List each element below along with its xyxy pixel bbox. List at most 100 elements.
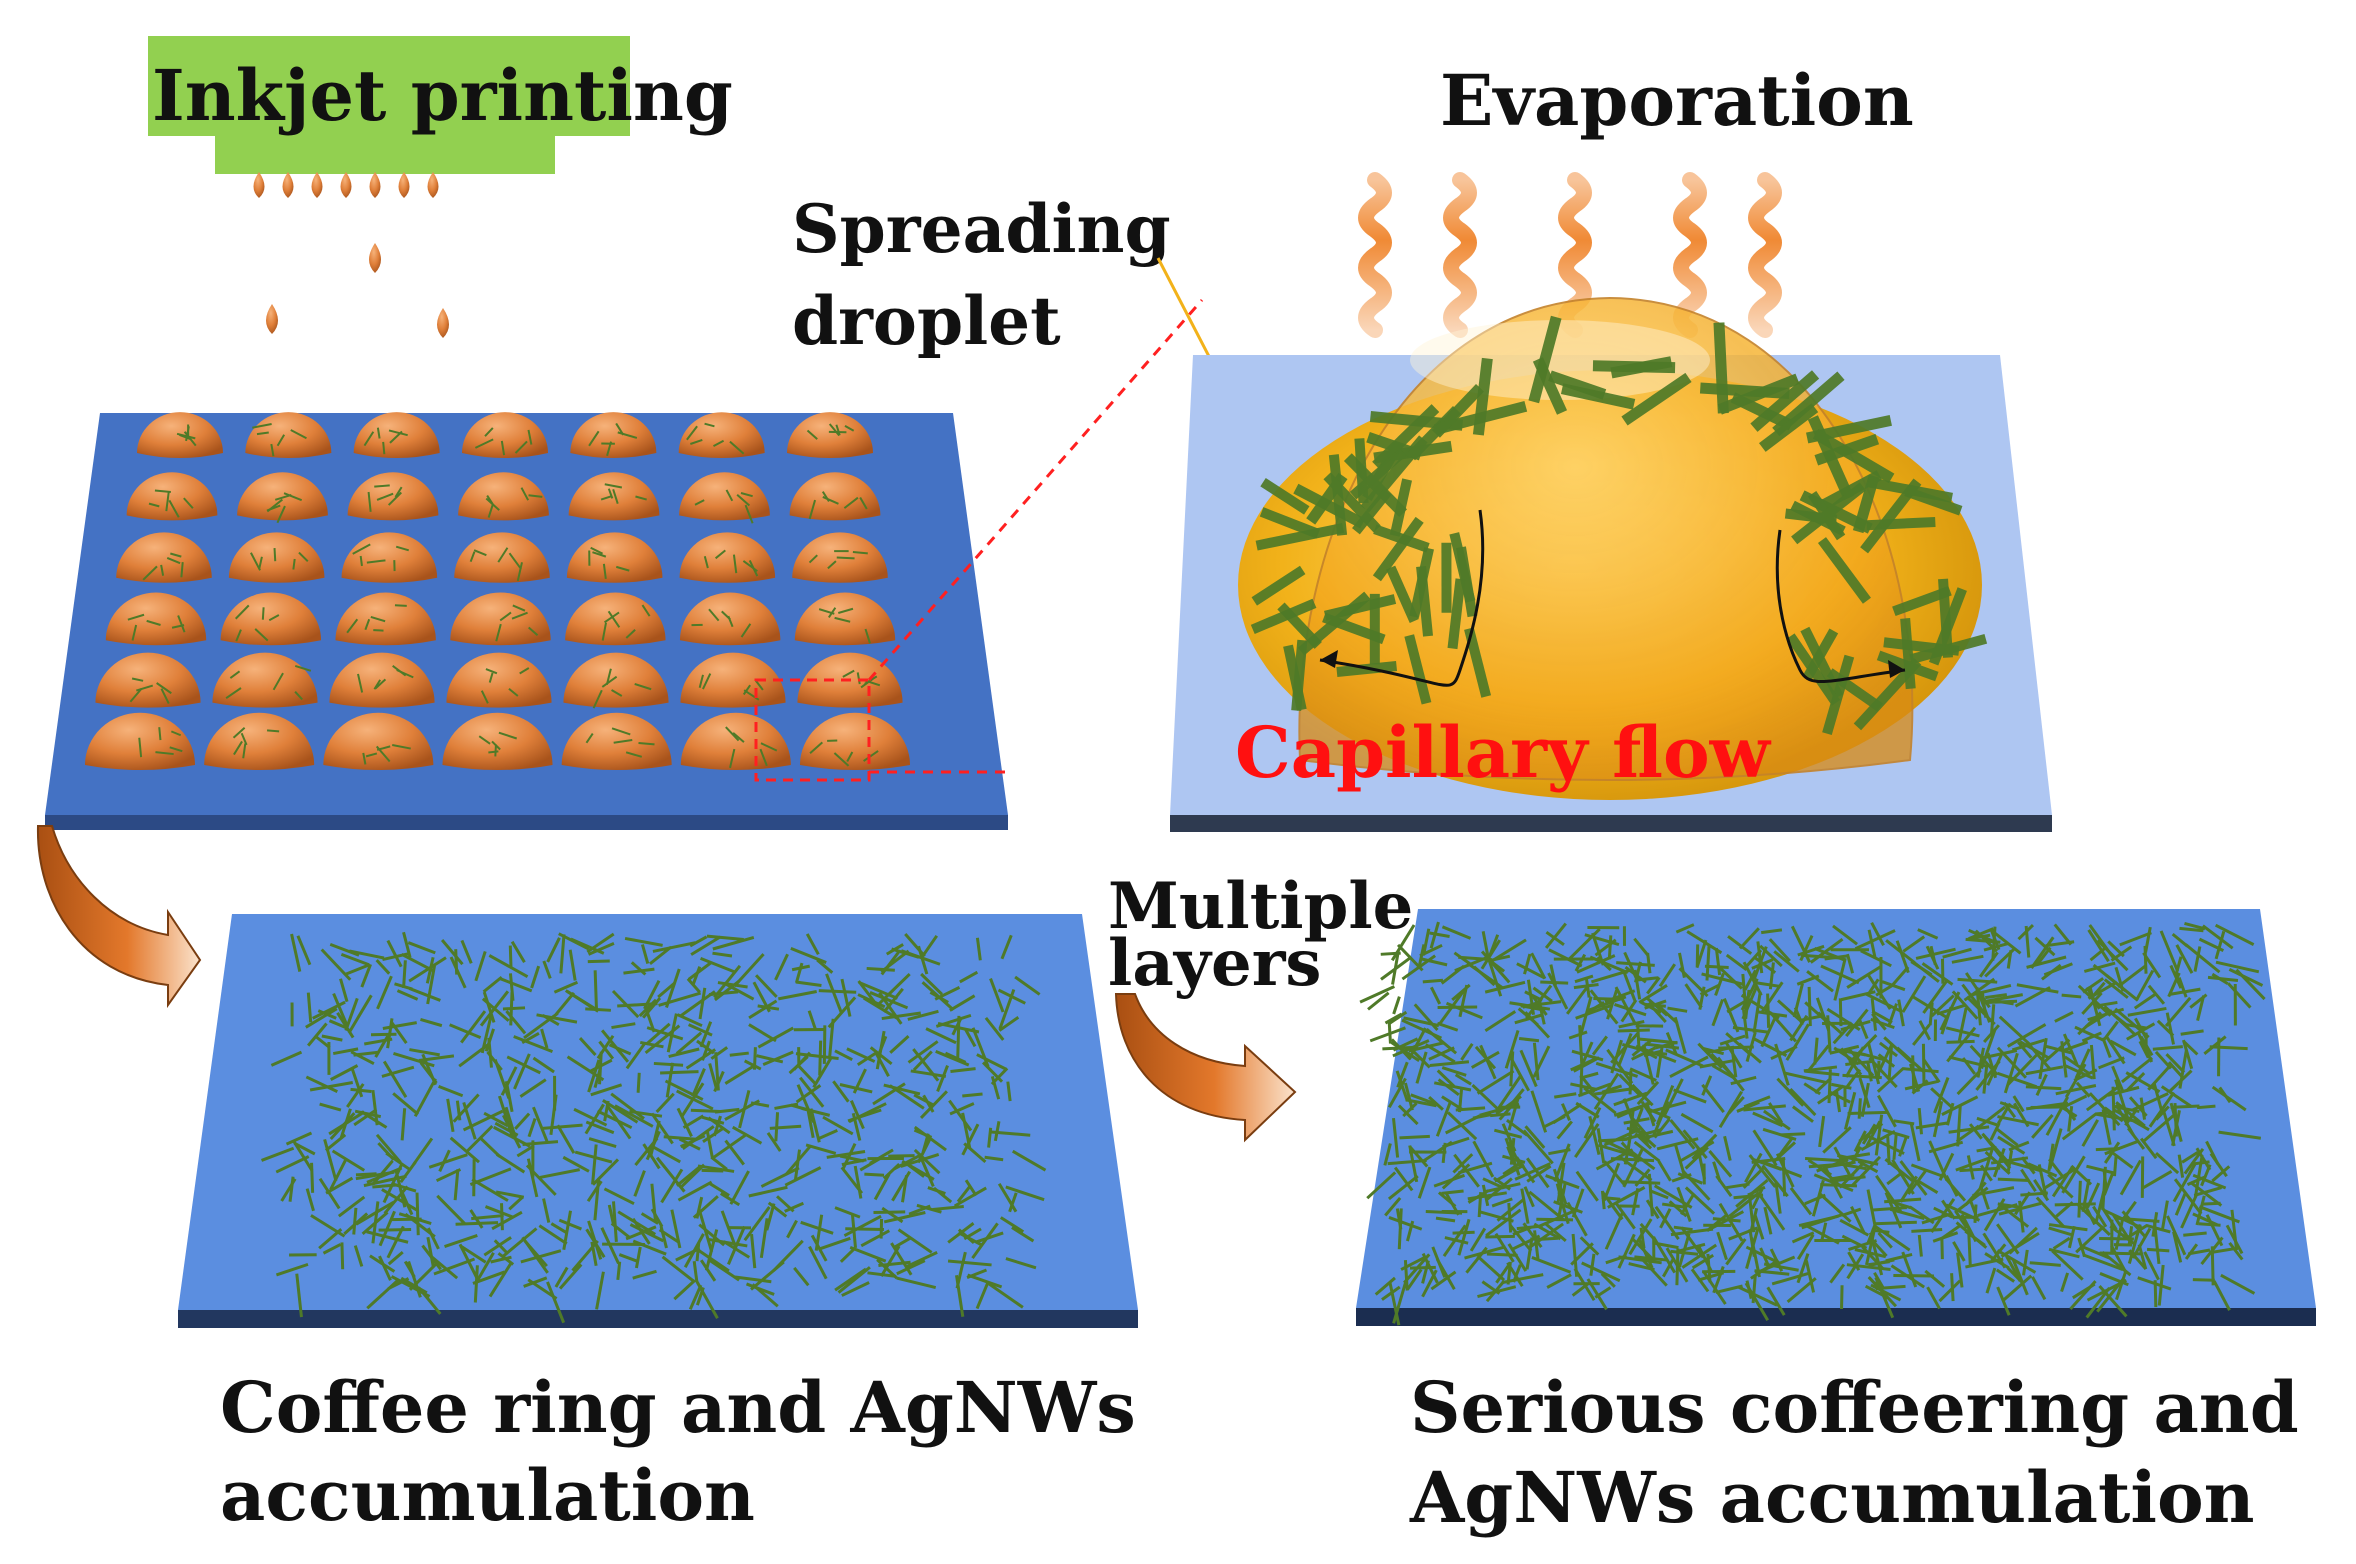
nanowire — [676, 1107, 693, 1138]
nanowire — [788, 1055, 809, 1075]
nanowire — [634, 1137, 659, 1166]
caption-right-line1: Serious coffeering and — [1410, 1366, 2299, 1449]
nanowire — [361, 1211, 389, 1235]
nanowire — [655, 1156, 686, 1193]
nanowire — [1645, 1129, 1674, 1139]
nanowire — [1928, 1140, 1949, 1181]
droplet — [228, 532, 325, 583]
nanowire — [1866, 1062, 1873, 1082]
nanowire — [744, 504, 754, 524]
nanowire — [1707, 1045, 1735, 1055]
nanowire — [2182, 1039, 2194, 1070]
nanowire — [664, 1079, 704, 1101]
nanowire — [729, 1051, 749, 1057]
nanowire — [330, 1064, 359, 1081]
nanowire — [1626, 1111, 1635, 1149]
nanowire — [603, 611, 620, 624]
nanowire — [1957, 977, 1998, 984]
nanowire — [2137, 1276, 2172, 1291]
nanowire — [769, 1124, 802, 1130]
nanowire — [1911, 1228, 1943, 1233]
nanowire — [2137, 1244, 2148, 1270]
nanowire — [1429, 1060, 1470, 1068]
nanowire — [640, 1212, 659, 1225]
nanowire — [1372, 516, 1424, 582]
nanowire — [366, 1166, 403, 1184]
nanowire — [512, 604, 526, 612]
nanowire — [1382, 1045, 1419, 1051]
nanowire — [591, 1144, 598, 1185]
nanowire — [636, 1072, 641, 1093]
nanowire — [1774, 1043, 1790, 1086]
nanowire — [1738, 927, 1760, 950]
nanowire — [1533, 1230, 1540, 1259]
nanowire — [331, 1149, 366, 1172]
nanowire — [261, 607, 265, 620]
nanowire — [2125, 1071, 2161, 1094]
nanowire — [394, 604, 407, 607]
nanowire — [1470, 1050, 1500, 1069]
nanowire — [1495, 1265, 1510, 1284]
nanowire — [2201, 924, 2234, 950]
nanowire — [588, 430, 600, 447]
nanowire — [364, 618, 371, 631]
nanowire — [346, 618, 359, 634]
nanowire — [1484, 980, 1526, 994]
nanowire — [371, 1159, 394, 1186]
nanowire — [1959, 1166, 2001, 1173]
nanowire — [1854, 929, 1896, 951]
nanowire — [1697, 1271, 1725, 1282]
nanowire — [1899, 1175, 1919, 1203]
nanowire — [922, 934, 939, 956]
nanowire — [1323, 472, 1381, 533]
nanowire — [2193, 1186, 2222, 1197]
nanowire — [706, 934, 744, 942]
nanowire — [347, 994, 373, 1034]
nanowire — [394, 486, 403, 498]
nanowire — [1867, 1260, 1890, 1267]
nanowire — [2161, 1200, 2169, 1229]
nanowire — [793, 1266, 810, 1287]
nanowire — [888, 1154, 915, 1158]
nanowire — [2170, 1104, 2200, 1109]
nanowire — [2214, 923, 2255, 946]
nanowire — [444, 1234, 478, 1249]
nanowire — [1996, 1286, 2011, 1316]
nanowire — [1945, 1026, 1980, 1038]
nanowire — [616, 1261, 622, 1281]
nanowire — [1841, 1207, 1862, 1217]
nanowire — [723, 981, 755, 1001]
nanowire — [546, 937, 561, 963]
nanowire — [1405, 1220, 1415, 1242]
nanowire — [1889, 1207, 1925, 1221]
nanowire — [1391, 1117, 1400, 1158]
droplet-icon — [311, 172, 323, 198]
nanowire — [1416, 565, 1434, 637]
nanowire — [1401, 1018, 1443, 1040]
nanowire — [1457, 1218, 1471, 1256]
nanowire — [353, 1108, 378, 1127]
droplet — [341, 532, 438, 583]
nanowire — [2081, 1178, 2091, 1213]
nanowire — [1464, 1245, 1506, 1260]
nanowire — [2055, 1201, 2074, 1218]
nanowire — [2174, 956, 2183, 976]
nanowire — [873, 1173, 891, 1201]
nanowire — [462, 1102, 477, 1140]
nanowire — [528, 626, 539, 636]
nanowire — [1485, 1234, 1515, 1239]
nanowire — [1621, 372, 1692, 426]
droplet — [450, 592, 551, 646]
nanowire — [1431, 384, 1484, 438]
nanowire — [699, 1259, 717, 1282]
nanowire — [469, 551, 476, 563]
nanowire — [1634, 1168, 1651, 1187]
nanowire — [2211, 1165, 2231, 1183]
nanowire — [1704, 964, 1729, 969]
nanowire — [2089, 1044, 2096, 1080]
nanowire — [2035, 1196, 2065, 1228]
nanowire — [523, 1012, 559, 1040]
nanowire — [1952, 1241, 1966, 1262]
nanowire — [1982, 1064, 1989, 1094]
nanowire — [806, 1110, 815, 1139]
